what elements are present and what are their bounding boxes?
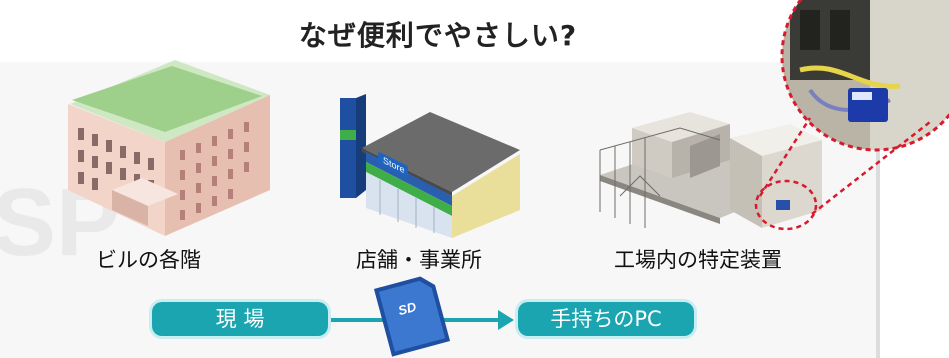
store-building-image: Store <box>340 94 520 238</box>
zoom-circle-outline <box>780 0 949 152</box>
source-label-pill: 現 場 <box>152 302 328 336</box>
page-title: なぜ便利でやさしい? <box>298 19 578 52</box>
store-label: 店舗・事業所 <box>356 248 482 272</box>
zoom-target-circle <box>754 179 818 231</box>
panel-shadow <box>876 62 880 358</box>
sd-card-icon: SD <box>373 276 451 357</box>
target-label-pill: 手持ちのPC <box>518 302 694 336</box>
factory-equipment-image <box>599 112 822 228</box>
factory-label: 工場内の特定装置 <box>614 248 782 272</box>
office-label: ビルの各階 <box>96 248 201 272</box>
sd-card-logo: SD <box>397 299 419 318</box>
zoom-detail-image <box>754 0 949 231</box>
office-building-image <box>68 60 270 236</box>
